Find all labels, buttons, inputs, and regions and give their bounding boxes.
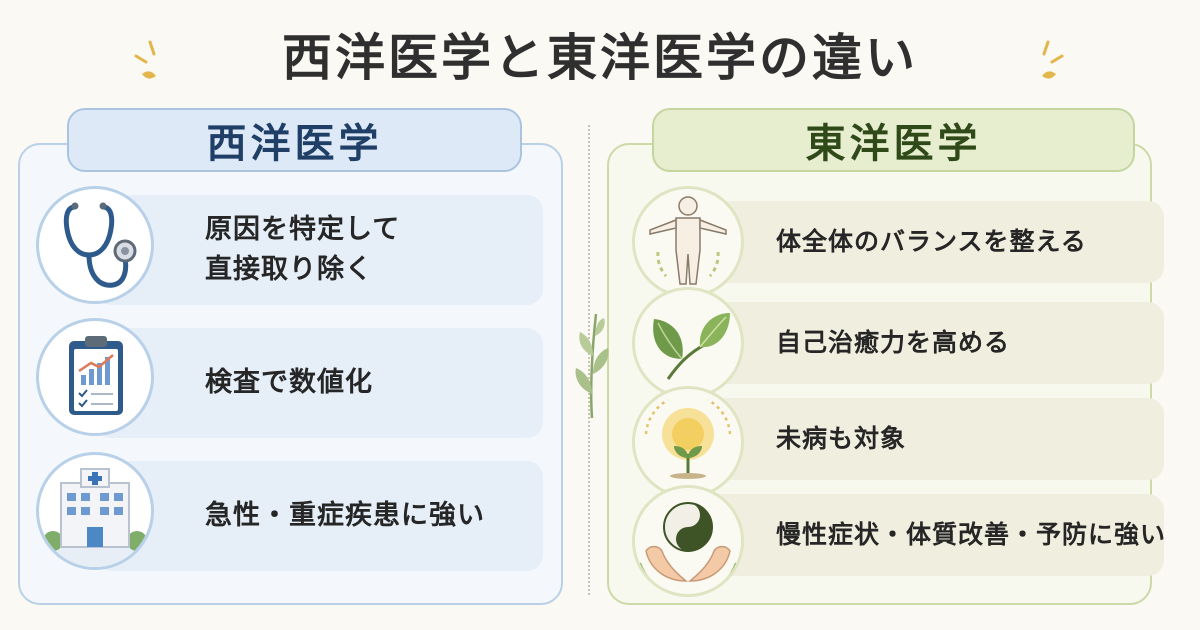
eastern-point-1: 体全体のバランスを整える [776,227,1087,256]
list-item [690,398,1164,480]
eastern-point-4: 慢性症状・体質改善・予防に強い [776,520,1167,549]
western-point-3: 急性・重症疾患に強い [205,500,485,531]
eastern-point-2: 自己治癒力を高める [776,328,1011,357]
western-point-2: 検査で数値化 [205,367,373,398]
list-item [95,328,543,438]
sparkle-icon [134,40,156,79]
list-item [690,201,1164,283]
hospital-icon [36,452,154,570]
list-item [95,461,543,571]
sprig-icon [575,313,609,419]
eastern-medicine-heading: 東洋医学 [652,108,1135,172]
page-title: 西洋医学と東洋医学の違い [282,29,918,87]
sprout-icon [632,386,744,498]
sparkle-icon [1042,40,1064,79]
list-item [690,302,1164,384]
stethoscope-icon [36,186,154,304]
western-point-1: 原因を特定して 直接取り除く [205,214,401,285]
center-divider [588,125,590,595]
yin-yang-hands-icon [632,485,744,597]
list-item [95,195,543,305]
leaves-icon [632,287,744,399]
human-body-icon [632,186,744,298]
western-medicine-heading: 西洋医学 [67,108,522,172]
eastern-point-3: 未病も対象 [776,424,907,453]
clipboard-chart-icon [36,318,154,436]
list-item [690,494,1164,576]
